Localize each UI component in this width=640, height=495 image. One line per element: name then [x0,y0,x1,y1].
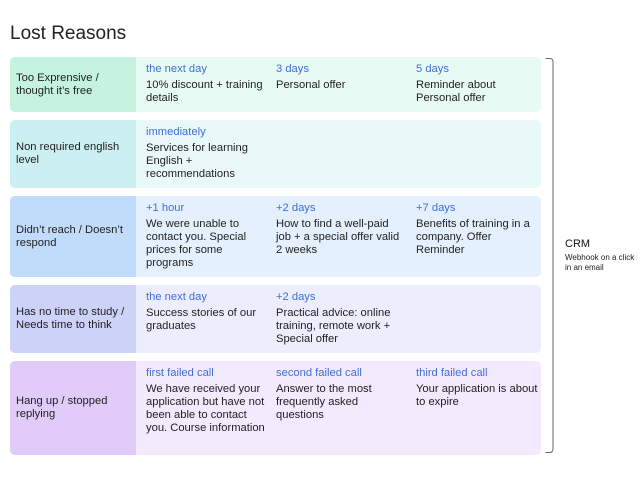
step-text: Personal offer [276,79,346,91]
reason-label: Non required english level [16,141,120,166]
step-text: Answer to the most frequently asked ques… [276,383,372,421]
step-cell: immediately Services for learning Englis… [136,120,266,188]
step-text: Success stories of our graduates [146,307,257,332]
step-text: Reminder about Personal offer [416,79,496,104]
step-timing: +7 days [416,202,456,214]
step-timing: the next day [146,291,207,303]
reason-label: Has no time to study / Needs time to thi… [16,306,125,331]
step-cell: 5 days Reminder about Personal offer [406,57,541,112]
step-text: 10% discount + training details [146,79,263,104]
step-timing: immediately [146,126,206,138]
reason-row-english-level: Non required english level immediately S… [10,120,541,188]
step-cell: first failed call We have received your … [136,361,266,455]
reason-label: Hang up / stopped replying [16,395,108,420]
crm-webhook-note: Webhook on a click in an email [565,253,635,272]
step-cell: 3 days Personal offer [266,57,406,112]
reason-cell: Hang up / stopped replying [10,361,136,455]
reason-label: Didn’t reach / Doesn’t respond [16,223,123,249]
reason-row-hang-up: Hang up / stopped replying first failed … [10,361,541,455]
step-text: Practical advice: online training, remot… [276,307,391,345]
step-timing: second failed call [276,367,362,379]
step-text: Benefits of training in a company. Offer… [416,218,530,256]
reason-cell: Too Exprensive / thought it’s free [10,57,136,112]
step-cell: +7 days Benefits of training in a compan… [406,196,541,277]
step-cell: the next day 10% discount + training det… [136,57,266,112]
reason-row-too-expensive: Too Exprensive / thought it’s free the n… [10,57,541,112]
step-timing: +2 days [276,202,316,214]
step-text: Your application is about to expire [416,383,538,408]
page-title: Lost Reasons [10,23,127,44]
step-timing: 5 days [416,63,449,75]
step-cell: second failed call Answer to the most fr… [266,361,406,455]
step-cell: +1 hour We were unable to contact you. S… [136,196,266,277]
step-cell: +2 days Practical advice: online trainin… [266,285,406,353]
step-cell: +2 days How to find a well-paid job + a … [266,196,406,277]
step-text: How to find a well-paid job + a special … [276,218,400,256]
step-timing: +1 hour [146,202,185,214]
step-cell: the next day Success stories of our grad… [136,285,266,353]
step-text: We have received your application but ha… [146,383,265,434]
reason-row-no-time: Has no time to study / Needs time to thi… [10,285,541,353]
reason-cell: Didn’t reach / Doesn’t respond [10,196,136,277]
reason-label: Too Exprensive / thought it’s free [16,71,99,97]
step-text: We were unable to contact you. Special p… [146,218,247,269]
crm-bracket [545,58,554,453]
reason-cell: Non required english level [10,120,136,188]
reason-cell: Has no time to study / Needs time to thi… [10,285,136,353]
step-text: Services for learning English + recommen… [146,142,248,180]
step-timing: first failed call [146,367,214,379]
step-timing: 3 days [276,63,309,75]
step-timing: +2 days [276,291,316,303]
reason-row-didnt-reach: Didn’t reach / Doesn’t respond +1 hour W… [10,196,541,277]
step-timing: third failed call [416,367,488,379]
step-cell: third failed call Your application is ab… [406,361,541,455]
crm-label: CRM [565,238,591,250]
step-timing: the next day [146,63,207,75]
